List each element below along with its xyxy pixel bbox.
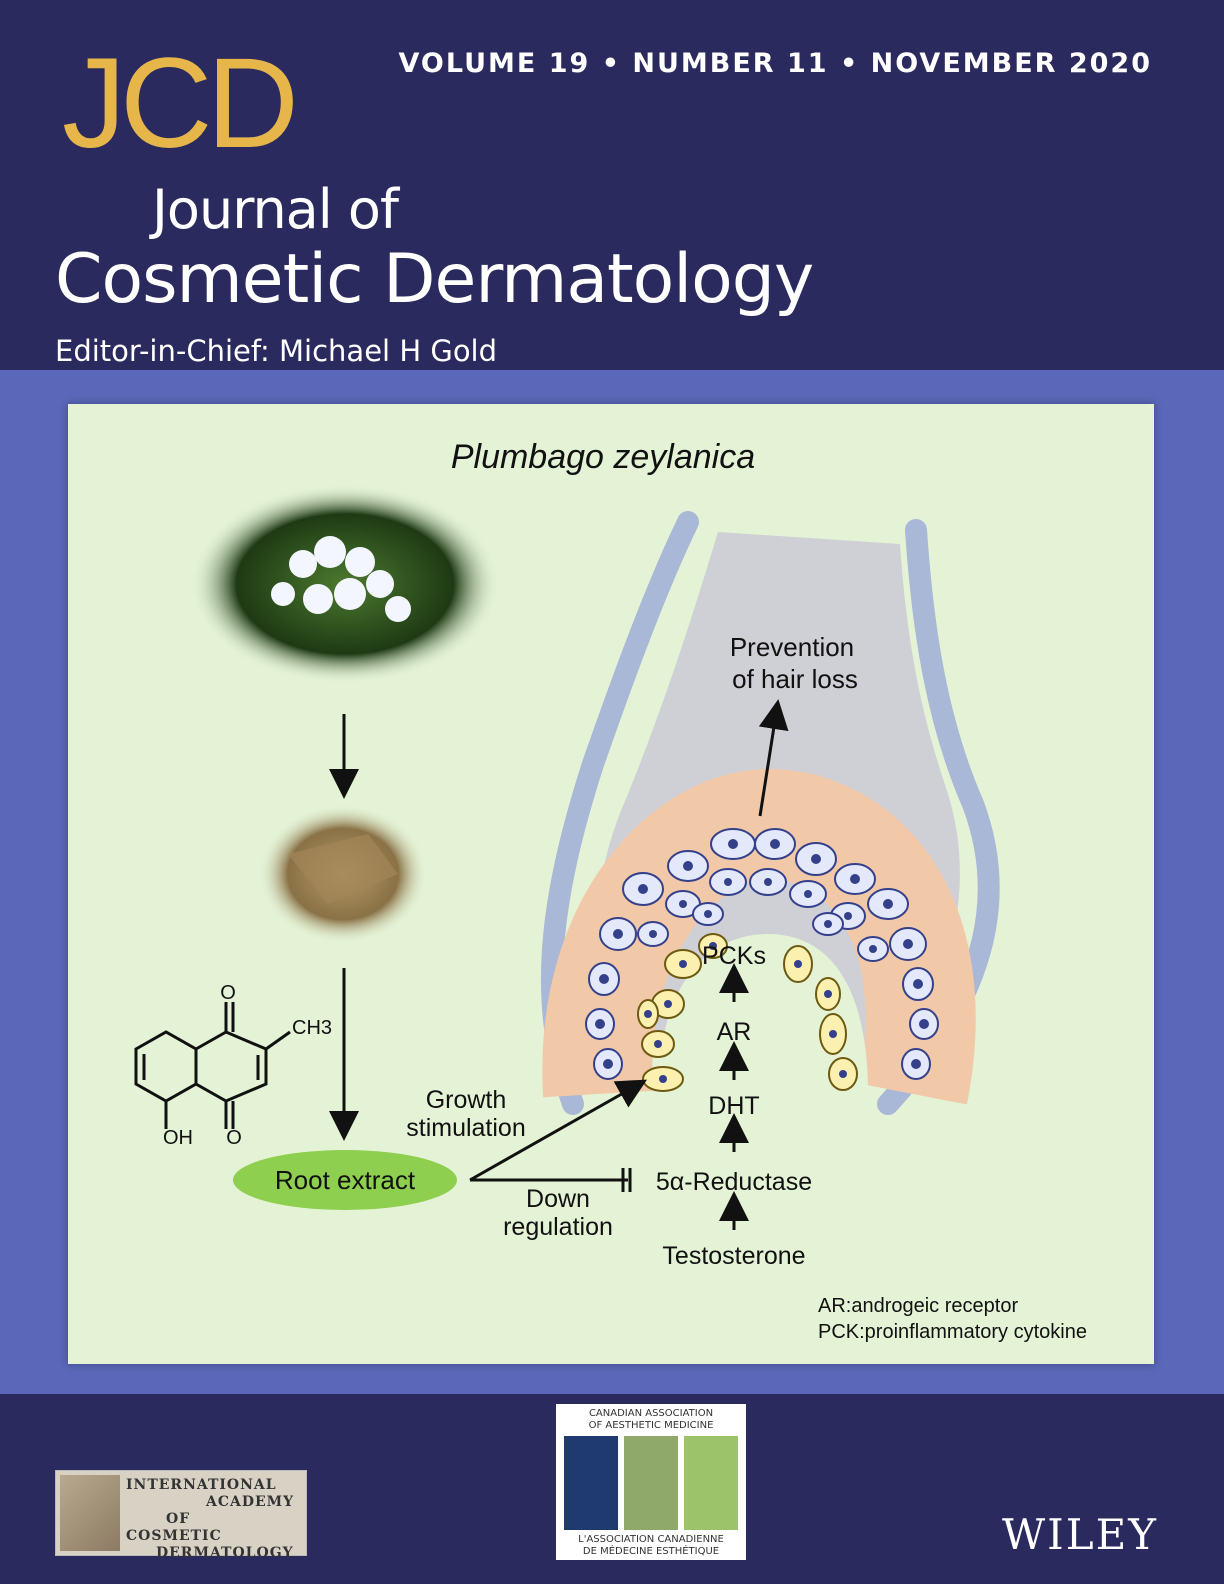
caam-caduceus-icon bbox=[624, 1436, 678, 1530]
pathway-ar: AR bbox=[717, 1018, 752, 1046]
journal-title-line2: Cosmetic Dermatology bbox=[55, 240, 814, 319]
caam-body-icon bbox=[564, 1436, 618, 1530]
pathway-reductase: 5α-Reductase bbox=[656, 1168, 812, 1196]
down-line1: Down bbox=[526, 1185, 590, 1213]
root-photo bbox=[258, 804, 428, 944]
prevention-line1: Prevention bbox=[730, 632, 854, 662]
down-line2: regulation bbox=[503, 1213, 613, 1241]
figure-svg: Plumbago zeylanica bbox=[134, 438, 1087, 1343]
growth-line1: Growth bbox=[426, 1086, 507, 1114]
legend-pck: PCK:proinflammatory cytokine bbox=[818, 1321, 1087, 1343]
iacd-portrait-icon bbox=[60, 1475, 120, 1551]
caam-subtitle: L'ASSOCIATION CANADIENNE DE MÉDECINE EST… bbox=[578, 1534, 724, 1557]
publisher-logo: WILEY bbox=[1001, 1510, 1158, 1559]
journal-logo: JCD bbox=[62, 32, 299, 175]
chem-o-bottom: O bbox=[226, 1127, 242, 1149]
cover-figure: Plumbago zeylanica bbox=[68, 404, 1154, 1364]
cover-header: JCD VOLUME 19 • NUMBER 11 • NOVEMBER 202… bbox=[0, 0, 1224, 370]
caam-title: CANADIAN ASSOCIATION OF AESTHETIC MEDICI… bbox=[588, 1408, 714, 1431]
editor-in-chief: Editor-in-Chief: Michael H Gold bbox=[55, 334, 498, 368]
iacd-logo: INTERNATIONAL ACADEMY OF COSMETIC DERMAT… bbox=[55, 1470, 307, 1561]
dermal-papilla bbox=[658, 934, 868, 1094]
growth-line2: stimulation bbox=[406, 1114, 526, 1142]
caam-face-icon bbox=[684, 1436, 738, 1530]
chem-ch3: CH3 bbox=[292, 1017, 332, 1039]
chemical-structure bbox=[134, 1002, 291, 1129]
root-extract-label: Root extract bbox=[275, 1165, 416, 1195]
pathway-dht: DHT bbox=[708, 1092, 759, 1120]
caam-logo: CANADIAN ASSOCIATION OF AESTHETIC MEDICI… bbox=[556, 1404, 746, 1560]
iacd-text: INTERNATIONAL ACADEMY OF COSMETIC DERMAT… bbox=[126, 1477, 295, 1561]
legend-ar: AR:androgeic receptor bbox=[818, 1295, 1018, 1317]
chem-oh: OH bbox=[163, 1127, 193, 1149]
prevention-line2: of hair loss bbox=[732, 664, 858, 694]
pathway-testosterone: Testosterone bbox=[662, 1242, 805, 1270]
root-extract-badge bbox=[233, 1150, 457, 1210]
cell-nuclei bbox=[595, 839, 929, 1069]
issue-info: VOLUME 19 • NUMBER 11 • NOVEMBER 2020 bbox=[398, 48, 1152, 79]
chem-o-top: O bbox=[220, 982, 236, 1004]
plant-photo bbox=[190, 484, 500, 684]
journal-title-line1: Journal of bbox=[152, 178, 399, 241]
arrow-prevention bbox=[758, 699, 789, 817]
figure-title: Plumbago zeylanica bbox=[451, 438, 755, 476]
papilla-nuclei bbox=[644, 942, 847, 1083]
pathway-pcks: PCKs bbox=[702, 942, 766, 970]
arrow-growth-stimulation bbox=[469, 1079, 648, 1182]
